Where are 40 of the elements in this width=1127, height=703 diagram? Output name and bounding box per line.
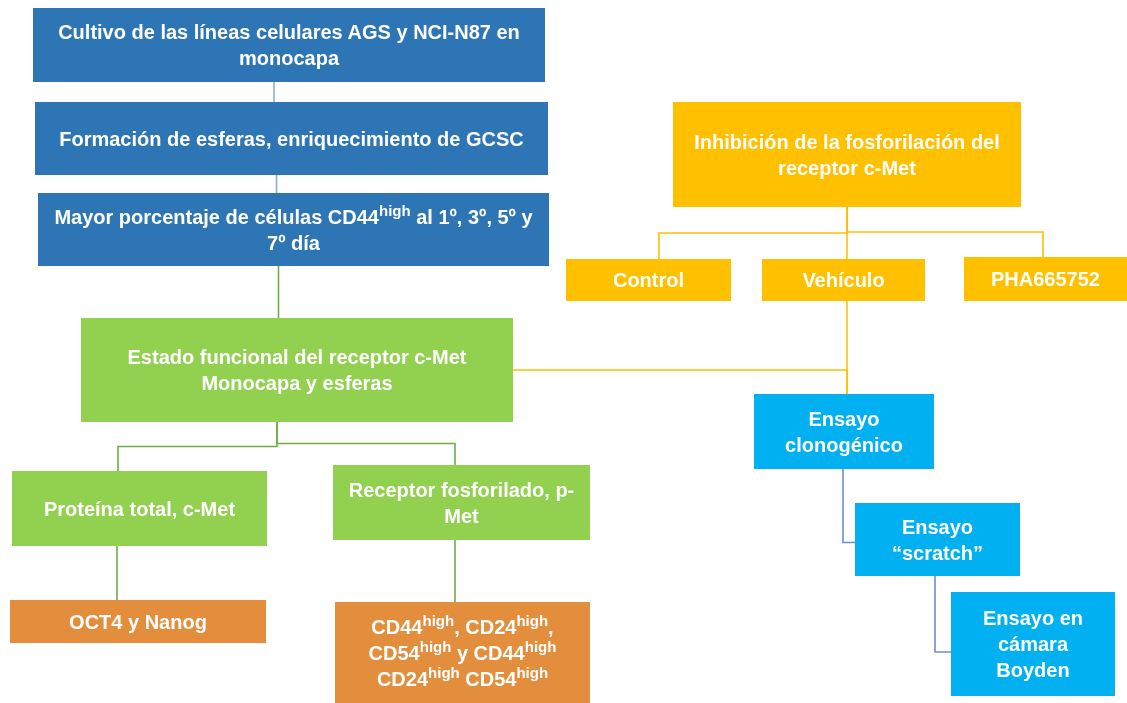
assay-box (754, 394, 934, 469)
connector-line (277, 265, 280, 319)
box-label: Ensayo en cámara Boyden (981, 606, 1084, 683)
connector-line (512, 369, 848, 395)
box-label: Ensayo clonogénico (784, 406, 904, 458)
process-box (333, 465, 590, 540)
process-box (35, 102, 548, 175)
connector-line (454, 539, 456, 603)
process-box (673, 102, 1021, 207)
box-label: Control (612, 268, 685, 293)
box-label: Monocapa y esferas (201, 371, 393, 396)
result-box (10, 600, 266, 643)
process-box (81, 318, 513, 422)
box-label: Vehículo (802, 268, 885, 293)
assay-box (951, 592, 1115, 696)
process-box (12, 471, 267, 546)
process-box (33, 8, 545, 82)
box-label: Mayor porcentaje de células CD44$^{high}$ al 1º, 3º, 5º y 7º día (53, 203, 534, 256)
box-label: OCT4 y Nanog (69, 609, 207, 635)
process-box (38, 193, 549, 266)
connector-line (276, 421, 456, 466)
box-label: Receptor fosforilado, p-Met (347, 477, 576, 529)
connector-line (934, 575, 952, 653)
option-box (964, 257, 1127, 301)
box-label: Inhibición de la fosforilación del receptor c-Met (693, 129, 1001, 181)
connector-line (116, 545, 118, 601)
box-label: CD44$^{high}$, CD24$^{high}$, CD54$^{high}$ y CD44$^{high}$ CD24$^{high}$ CD54$^{high}$ (367, 613, 558, 692)
option-box (762, 259, 925, 301)
box-label: Estado funcional del receptor c-Met (127, 345, 467, 370)
assay-box (855, 503, 1020, 576)
option-box (566, 259, 731, 301)
box-label: Ensayo “scratch” (890, 514, 985, 566)
box-label: Formación de esferas, enriquecimiento de GCSC (59, 126, 524, 152)
result-box (335, 602, 590, 703)
box-label: Proteína total, c-Met (43, 496, 236, 522)
box-label: PHA665752 (991, 267, 1100, 292)
box-label: Cultivo de las líneas celulares AGS y NCI-N87 en monocapa (57, 20, 521, 71)
connector-line (273, 81, 275, 103)
connector-line (846, 206, 1044, 258)
connector-line (842, 468, 856, 544)
